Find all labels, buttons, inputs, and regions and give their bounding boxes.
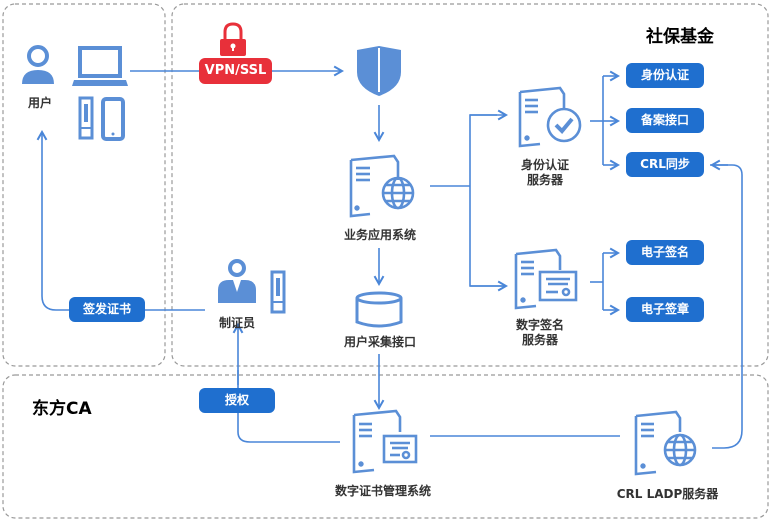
operator-label: 制证员 xyxy=(218,316,255,330)
server-check-icon xyxy=(518,86,582,148)
server-globe-icon-crl xyxy=(634,410,697,476)
server-certificate-icon-ca xyxy=(352,409,418,474)
identity-server-label: 身份认证 服务器 xyxy=(520,158,569,187)
user-region xyxy=(2,3,166,367)
e-signature-button[interactable]: 电子签名 xyxy=(626,240,704,265)
operator-icon xyxy=(218,259,256,303)
filing-interface-button[interactable]: 备案接口 xyxy=(626,108,704,133)
identity-auth-button[interactable]: 身份认证 xyxy=(626,63,704,88)
signature-server-label: 数字签名 服务器 xyxy=(515,318,564,347)
server-globe-icon xyxy=(349,154,415,218)
ca-region xyxy=(2,374,769,519)
database-icon xyxy=(355,291,403,328)
collection-interface-label: 用户采集接口 xyxy=(343,335,416,349)
ca-region-title: 东方CA xyxy=(32,399,92,419)
lock-icon xyxy=(220,22,246,56)
authorize-button[interactable]: 授权 xyxy=(199,388,275,413)
e-seal-button[interactable]: 电子签章 xyxy=(626,297,704,322)
crl-ldap-server-label: CRL LADP服务器 xyxy=(616,487,719,501)
shebao-region xyxy=(171,3,769,367)
connectors xyxy=(36,65,743,449)
shebao-region-title: 社保基金 xyxy=(646,27,714,47)
usb-key-icon xyxy=(78,96,94,140)
usb-key-icon-operator xyxy=(270,270,286,314)
vpn-ssl-badge: VPN/SSL xyxy=(199,58,272,84)
user-label: 用户 xyxy=(27,96,52,110)
business-system-label: 业务应用系统 xyxy=(343,228,416,242)
crl-sync-button[interactable]: CRL同步 xyxy=(626,152,704,177)
phone-icon xyxy=(101,97,125,141)
shield-icon xyxy=(357,46,401,96)
server-certificate-icon xyxy=(514,248,578,310)
cert-mgmt-system-label: 数字证书管理系统 xyxy=(334,484,431,498)
user-icon xyxy=(22,45,54,84)
laptop-icon xyxy=(72,46,128,86)
issue-cert-button[interactable]: 签发证书 xyxy=(69,297,145,322)
